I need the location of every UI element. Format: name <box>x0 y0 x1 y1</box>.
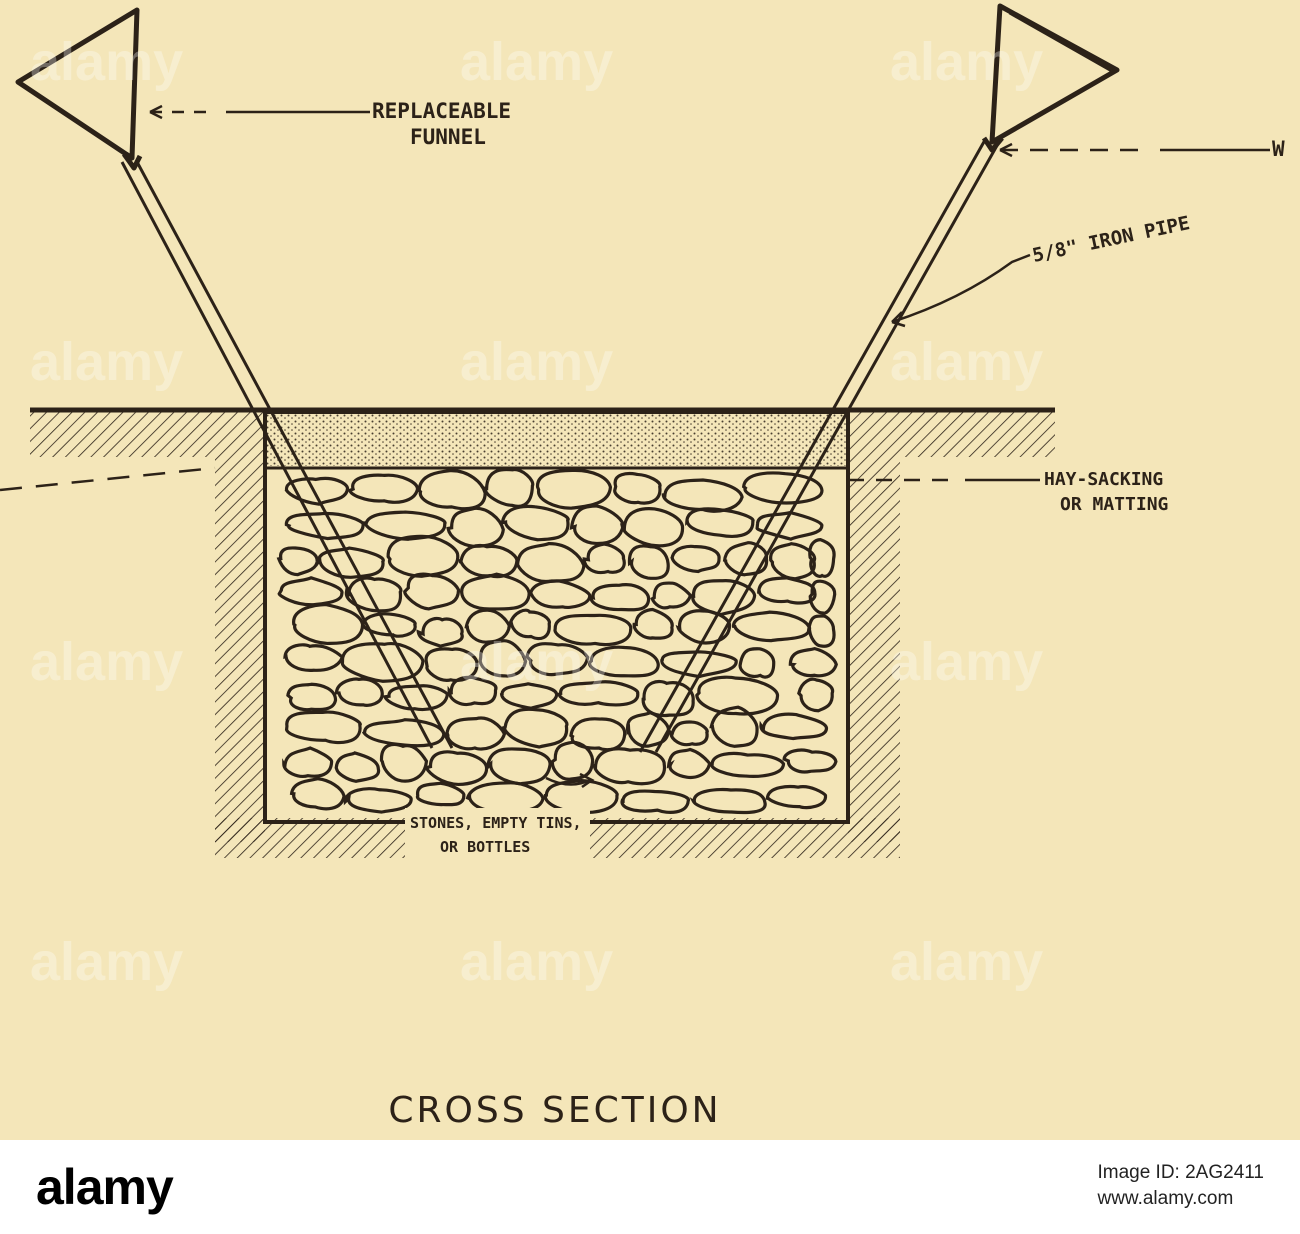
stone-outline <box>426 752 486 785</box>
fill-note-line2: OR BOTTLES <box>440 838 530 856</box>
stone-outline <box>622 791 688 812</box>
stone-outline <box>288 684 336 709</box>
stone-outline <box>629 546 668 578</box>
stone-outline <box>687 509 753 537</box>
stone-outline <box>784 750 836 772</box>
stone-outline <box>345 789 411 812</box>
watermark-text: alamy <box>30 932 183 992</box>
caption: CROSS SECTION <box>388 1090 721 1131</box>
stone-outline <box>502 506 568 539</box>
brand-logo: alamy <box>36 1158 173 1216</box>
stone-outline <box>591 585 649 610</box>
stock-footer: alamy Image ID: 2AG2411 www.alamy.com <box>0 1140 1300 1234</box>
stone-outline <box>634 610 672 639</box>
stone-outline <box>365 512 445 539</box>
stone-outline <box>808 616 834 646</box>
stone-outline <box>615 474 660 504</box>
stone-outline <box>448 508 503 546</box>
stone-outline <box>545 781 617 813</box>
stone-outline <box>342 644 423 682</box>
stone-outline <box>504 709 567 747</box>
site-url: www.alamy.com <box>1097 1186 1264 1212</box>
watermark-text: alamy <box>890 932 1043 992</box>
watermark-text: alamy <box>460 632 613 692</box>
footer-ids: Image ID: 2AG2411 www.alamy.com <box>1097 1160 1264 1212</box>
stone-outline <box>462 574 530 609</box>
cross-section-diagram: REPLACEABLE FUNNEL W 5/8" IRON PIPE HAY-… <box>0 0 1300 1140</box>
stone-outline <box>771 544 815 579</box>
watermark-text: alamy <box>460 332 613 392</box>
stone-outline <box>740 649 774 677</box>
watermark-text: alamy <box>460 932 613 992</box>
stone-outline <box>294 605 363 644</box>
hay-sacking-layer <box>265 414 848 468</box>
stone-outline <box>531 581 590 607</box>
stone-outline <box>381 744 426 781</box>
stone-outline <box>350 475 417 502</box>
stone-outline <box>623 509 683 546</box>
stone-outline <box>538 470 611 508</box>
watermark-text: alamy <box>30 32 183 92</box>
stone-outline <box>417 783 463 804</box>
replaceable-funnel-label-line1: REPLACEABLE <box>372 99 511 123</box>
stone-outline <box>385 686 447 710</box>
stone-outline <box>761 714 827 738</box>
stone-outline <box>595 749 665 784</box>
stone-outline <box>518 544 584 582</box>
stone-outline <box>584 544 624 572</box>
watermark-text: alamy <box>30 632 183 692</box>
iron-pipe-label: 5/8" IRON PIPE <box>1030 212 1191 267</box>
image-id-label: Image ID: 2AG2411 <box>1097 1160 1264 1186</box>
stone-outline <box>418 618 462 646</box>
stone-outline <box>279 548 317 575</box>
stone-outline <box>419 471 485 509</box>
watermark-text: alamy <box>890 32 1043 92</box>
hay-sacking-label-line2: OR MATTING <box>1060 494 1168 515</box>
stone-outline <box>447 718 504 749</box>
stone-outline <box>363 720 443 746</box>
watermark-text: alamy <box>890 332 1043 392</box>
stone-outline <box>712 753 783 776</box>
stone-outline <box>336 753 378 781</box>
stone-outline <box>669 749 710 777</box>
stone-outline <box>759 578 815 603</box>
stone-outline <box>552 742 592 779</box>
stone-outline <box>284 748 332 776</box>
stone-outline <box>671 722 707 745</box>
hay-sacking-label-line1: HAY-SACKING <box>1044 469 1163 490</box>
stone-outline <box>694 790 766 813</box>
stone-outline <box>286 514 363 539</box>
stone-outline <box>388 536 458 576</box>
stone-outline <box>336 679 382 705</box>
stone-outline <box>460 546 517 577</box>
stone-outline <box>279 578 342 605</box>
stone-outline <box>346 578 401 611</box>
stone-outline <box>485 469 533 506</box>
stone-outline <box>292 779 344 809</box>
watermark-text: alamy <box>460 32 613 92</box>
replaceable-funnel-label-line2: FUNNEL <box>410 125 486 149</box>
stone-outline <box>663 480 742 511</box>
watermark-text: alamy <box>30 332 183 392</box>
stone-outline <box>767 787 825 808</box>
stone-outline <box>790 649 836 676</box>
stone-outline <box>287 712 361 742</box>
stone-outline <box>572 506 624 543</box>
stone-outline <box>467 783 543 811</box>
stone-outline <box>724 543 766 575</box>
fill-note: STONES, EMPTY TINS, OR BOTTLES <box>405 808 590 870</box>
stone-outline <box>285 645 342 671</box>
right-cut-label: W <box>1272 137 1285 161</box>
stone-outline <box>405 574 459 609</box>
stone-outline <box>799 679 833 710</box>
stone-outline <box>672 546 719 571</box>
watermark-text: alamy <box>890 632 1043 692</box>
stone-outline <box>733 612 809 641</box>
fill-note-line1: STONES, EMPTY TINS, <box>410 814 582 832</box>
stone-outline <box>488 749 550 784</box>
stone-outline <box>652 583 690 608</box>
